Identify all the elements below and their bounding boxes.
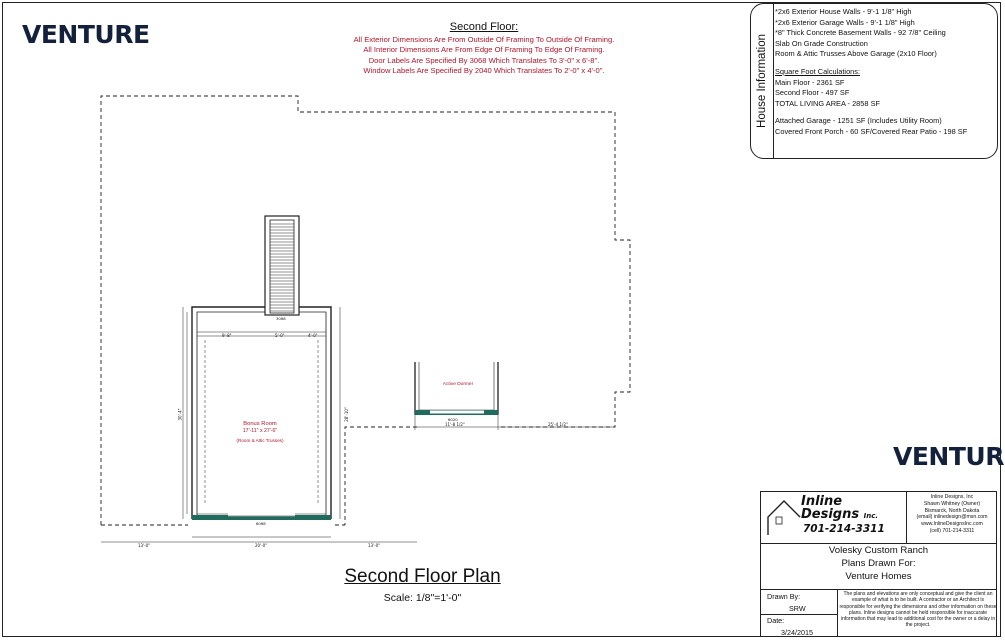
info-line: www.InlineDesignsInc.com	[921, 521, 983, 528]
info-line: (cell) 701-214-3311	[929, 527, 975, 534]
dim-bottom-total: 20'-0"	[255, 543, 268, 548]
venture-logo-top: VENTURE	[22, 20, 150, 49]
company-phone: 701-214-3311	[803, 523, 885, 535]
dim-top-left: 9'-8"	[222, 333, 232, 338]
project-name: Volesky Custom Ranch	[828, 545, 929, 556]
company-name-2: Designs	[801, 507, 860, 522]
sqft-line: TOTAL LIVING AREA - 2858 SF	[775, 98, 881, 108]
second-floor-notes: Second Floor: All Exterior Dimensions Ar…	[300, 20, 668, 76]
dim-top-right: 4'-0"	[308, 333, 318, 338]
house-information-box: House Information *2x6 Exterior House Wa…	[750, 3, 998, 159]
info-line: Bismarck, North Dakota	[924, 507, 980, 514]
dim-bottom-right: 13'-0"	[368, 543, 381, 548]
date-label: Date:	[767, 616, 785, 625]
title-block: Inline Designs Inc. 701-214-3311 Inline …	[760, 491, 997, 637]
main-floor-outline	[100, 95, 631, 526]
extra-line: Covered Front Porch - 60 SF/Covered Rear…	[775, 126, 968, 136]
dim-dormer-label: 6020	[448, 417, 458, 422]
company-info: Inline Designs, Inc Shawn Whitney (Owner…	[907, 494, 997, 535]
plan-scale: Scale: 1/8"=1'-0"	[383, 592, 462, 604]
construction-line: Slab On Grade Construction	[775, 38, 868, 48]
info-line: Shawn Whitney (Owner)	[923, 500, 981, 507]
note-line: Window Labels Are Specified By 2040 Whic…	[363, 65, 605, 75]
dim-right: 28'-10"	[343, 407, 349, 422]
dormer-label: Active Dormer	[442, 382, 474, 387]
extra-line: Attached Garage - 1251 SF (Includes Util…	[775, 116, 942, 126]
company-inc: Inc.	[863, 512, 879, 520]
active-dormer	[414, 362, 499, 415]
house-information-body: *2x6 Exterior House Walls - 9'-1 1/8" Hi…	[775, 7, 993, 138]
construction-line: *8" Thick Concrete Basement Walls - 92 7…	[775, 28, 946, 38]
dim-left: 30'-4"	[177, 408, 183, 421]
company-logo-area: Inline Designs Inc. 701-214-3311	[761, 492, 907, 543]
construction-line: Room & Attic Trusses Above Garage (2x10 …	[775, 49, 937, 59]
note-line: Door Labels Are Specified By 3068 Which …	[368, 55, 600, 65]
plan-title-block: Second Floor Plan Scale: 1/8"=1'-0"	[300, 566, 545, 604]
dim-door: 6068	[256, 521, 266, 526]
house-information-side: House Information	[751, 4, 774, 158]
info-line: Inline Designs, Inc	[930, 494, 974, 500]
dim-right-run: 25'-4 1/2"	[548, 422, 568, 427]
dim-top-mid: 5'-0"	[275, 333, 285, 338]
drawn-by-label: Drawn By:	[767, 592, 801, 601]
note-line: All Exterior Dimensions Are From Outside…	[353, 35, 615, 44]
construction-line: *2x6 Exterior Garage Walls - 9'-1 1/8" H…	[775, 17, 915, 27]
plan-title: Second Floor Plan	[344, 566, 501, 587]
info-line: (email) inlinedesign@msn.com	[916, 514, 988, 521]
drawn-for-label: Plans Drawn For:	[841, 558, 916, 569]
project-info: Volesky Custom Ranch Plans Drawn For: Ve…	[761, 544, 996, 583]
dim-bottom-left: 13'-0"	[138, 543, 151, 548]
sqft-line: Second Floor - 497 SF	[775, 88, 850, 98]
construction-line: *2x6 Exterior House Walls - 9'-1 1/8" Hi…	[775, 7, 912, 16]
date-value: 3/24/2015	[781, 628, 813, 637]
drawn-by-value: SRW	[789, 604, 806, 613]
dim-stair: 3068	[276, 316, 286, 321]
bonus-room-walls	[191, 306, 332, 520]
house-logo-icon	[767, 500, 801, 535]
disclaimer: The plans and elevations are only concep…	[839, 591, 997, 629]
company-name-1: Inline	[801, 494, 843, 509]
sqft-heading: Square Foot Calculations:	[775, 66, 861, 76]
bonus-room-label: Bonus Room 17'-11" x 27'-6" (Room & Atti…	[236, 421, 284, 443]
client-name: Venture Homes	[845, 571, 912, 582]
notes-title: Second Floor:	[449, 21, 519, 33]
dimension-lines	[101, 307, 615, 543]
sqft-line: Main Floor - 2361 SF	[775, 77, 845, 87]
dim-dormer-width: 11'-8 1/2"	[445, 422, 465, 427]
note-line: All Interior Dimensions Are From Edge Of…	[363, 45, 605, 55]
stair	[264, 215, 300, 316]
venture-logo-bottom: VENTURE	[893, 442, 1005, 471]
